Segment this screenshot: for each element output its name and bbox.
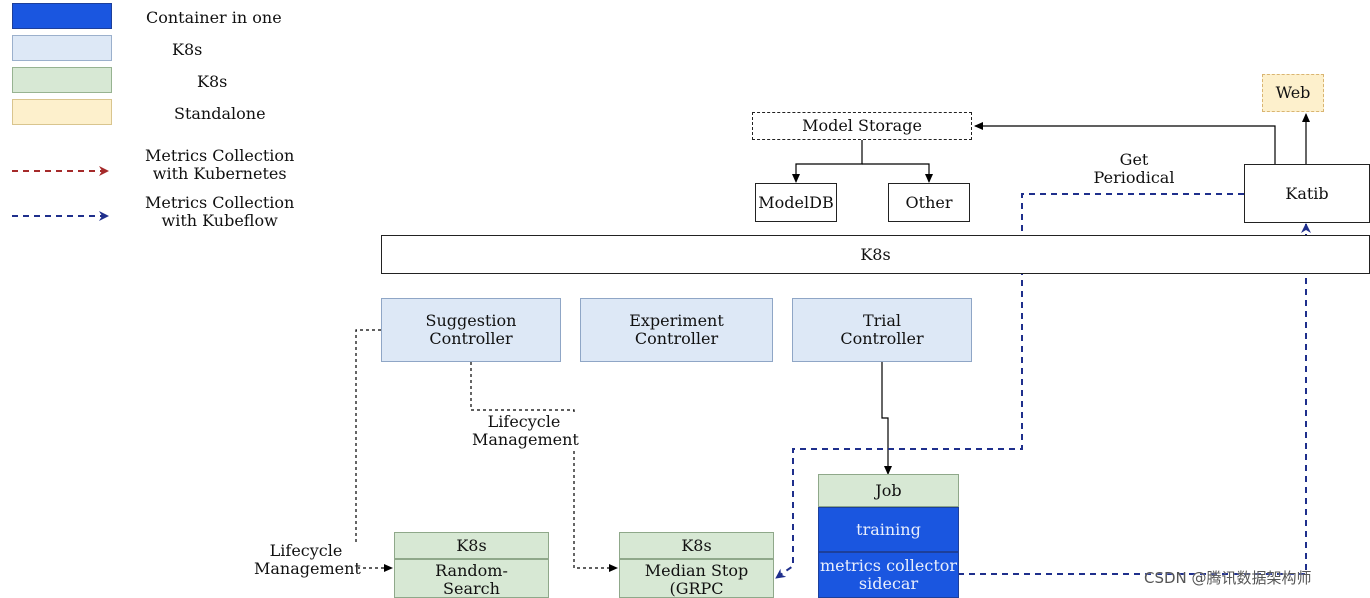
suggestion-controller-node: Suggestion Controller xyxy=(381,298,561,362)
k8s-bar: K8s xyxy=(381,235,1370,274)
other-node: Other xyxy=(888,183,970,222)
experiment-controller-node: Experiment Controller xyxy=(580,298,773,362)
random-search-header: K8s xyxy=(394,532,549,559)
get-periodical-label: Get Periodical xyxy=(1092,150,1176,187)
modeldb-node: ModelDB xyxy=(755,183,837,222)
edge-katib-storage xyxy=(974,122,1276,164)
legend-label-container: Container in one xyxy=(146,8,282,27)
legend-swatch-standalone xyxy=(12,99,112,125)
median-stop-header: K8s xyxy=(619,532,774,559)
lifecycle-management-label-mid: Lifecycle Management xyxy=(472,412,579,449)
training-node: training xyxy=(818,507,959,552)
job-node: Job xyxy=(818,474,959,507)
legend-label-kubeflow-arrow: Metrics Collection with Kubeflow xyxy=(145,193,295,230)
legend-label-k8s-blue: K8s xyxy=(172,40,203,59)
edge-suggestion-random xyxy=(355,329,393,572)
random-search-node: Random- Search xyxy=(394,559,549,598)
edge-storage-modeldb xyxy=(792,139,863,183)
legend-label-standalone: Standalone xyxy=(174,104,266,123)
legend-label-k8s-green: K8s xyxy=(197,72,228,91)
watermark: CSDN @腾讯数据架构师 xyxy=(1144,569,1312,587)
median-stop-node: Median Stop (GRPC xyxy=(619,559,774,598)
edge-suggestion-median xyxy=(470,362,618,572)
trial-controller-node: Trial Controller xyxy=(792,298,972,362)
legend-label-kubernetes-arrow: Metrics Collection with Kubernetes xyxy=(145,146,295,183)
web-node: Web xyxy=(1262,74,1324,112)
edge-collector-katib xyxy=(958,223,1311,575)
edge-katib-median xyxy=(775,193,1244,579)
metrics-collector-node: metrics collector sidecar xyxy=(818,552,959,598)
model-storage-node: Model Storage xyxy=(752,112,972,140)
katib-node: Katib xyxy=(1244,164,1370,223)
lifecycle-management-label-left: Lifecycle Management xyxy=(254,541,361,578)
edge-storage-other xyxy=(862,163,933,183)
legend-swatch-container xyxy=(12,3,112,29)
edge-trial-job xyxy=(881,362,892,475)
legend-swatch-k8s-blue xyxy=(12,35,112,61)
legend-swatch-k8s-green xyxy=(12,67,112,93)
